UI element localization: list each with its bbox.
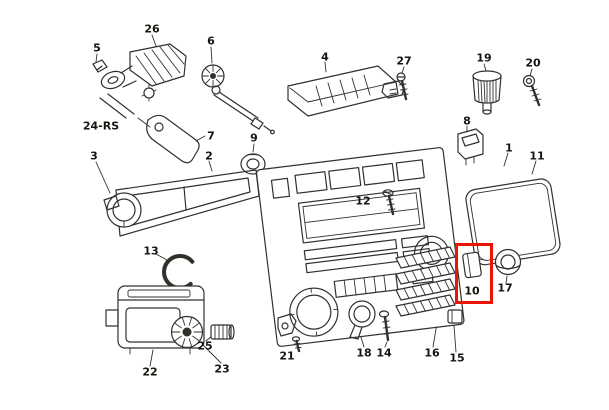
- part-4-control-unit: [287, 65, 405, 117]
- part-25-cylinder: [210, 324, 235, 340]
- part-3-bezel-ring: [103, 192, 142, 228]
- part-8-switch: [457, 128, 484, 166]
- highlight-box-part-10: [455, 243, 493, 304]
- part-5-clip: [92, 59, 108, 73]
- part-17-knob: [494, 248, 522, 276]
- part-26-bracket-assembly: [99, 43, 187, 128]
- part-10-cap: [462, 251, 484, 279]
- part-23-fan-wheel: [170, 315, 204, 349]
- part-6-impeller-shaft: [201, 64, 275, 135]
- part-15-clip: [447, 309, 463, 324]
- part-19-knob: [472, 70, 502, 115]
- part-21-clamp: [277, 313, 302, 353]
- part-9-collar: [240, 153, 266, 175]
- part-20-bolt: [522, 74, 542, 107]
- part-18-knob: [348, 300, 376, 340]
- part-7-lever: [146, 114, 200, 164]
- part-13-c-clip: [162, 253, 195, 290]
- part-12-screw: [382, 189, 396, 216]
- part-27-screw: [396, 72, 409, 101]
- part-16-slider-plates: [395, 246, 456, 317]
- part-14-screw: [378, 310, 392, 342]
